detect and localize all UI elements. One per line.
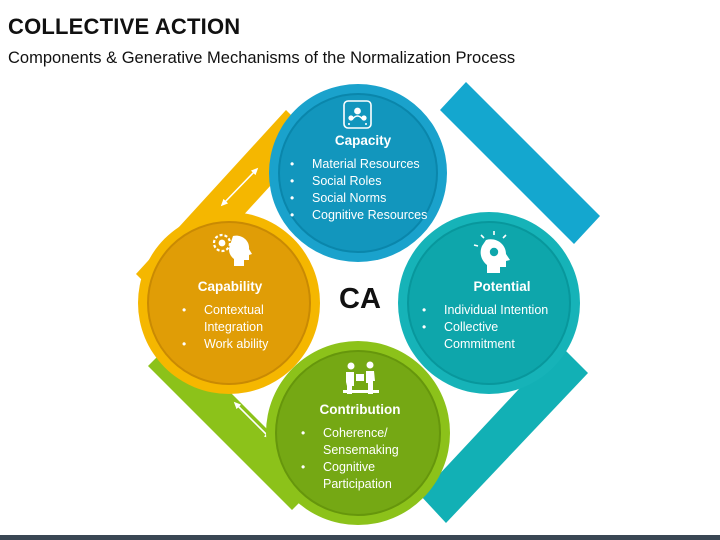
list-item: Contextual Integration <box>180 302 286 336</box>
capability-title: Capability <box>197 279 263 294</box>
page-title: COLLECTIVE ACTION <box>8 14 241 39</box>
list-item: Material Resources <box>288 156 438 173</box>
list-item: Individual Intention <box>420 302 566 319</box>
capacity-title: Capacity <box>334 133 392 148</box>
people-working-icon <box>343 361 379 394</box>
potential-node: Potential Individual Intention Collectiv… <box>420 278 566 353</box>
center-label: CA <box>339 283 381 315</box>
arrow-potential-contribution <box>462 399 500 439</box>
contribution-title: Contribution <box>319 402 401 417</box>
list-item: Work ability <box>180 336 286 353</box>
head-gear-icon <box>212 233 252 266</box>
arrow-capacity-capability <box>220 167 259 207</box>
list-item: Social Norms <box>288 190 438 207</box>
potential-title: Potential <box>473 279 531 294</box>
capacity-node: Capacity Material Resources Social Roles… <box>288 132 438 224</box>
potential-list: Individual Intention Collective Commitme… <box>420 302 566 353</box>
band-potential-contribution <box>420 345 588 523</box>
capacity-list: Material Resources Social Roles Social N… <box>288 156 438 224</box>
list-item: Cognitive Resources <box>288 207 438 224</box>
list-item: Coherence/ Sensemaking <box>299 425 407 459</box>
team-network-icon <box>343 100 372 129</box>
head-lightbulb-icon <box>473 231 510 273</box>
band-capacity-potential <box>440 82 600 244</box>
capability-list: Contextual Integration Work ability <box>180 302 286 353</box>
list-item: Social Roles <box>288 173 438 190</box>
arrow-capacity-potential <box>454 163 491 202</box>
contribution-node: Contribution Coherence/ Sensemaking Cogn… <box>299 401 421 493</box>
arrow-capability-contribution <box>233 401 272 440</box>
contribution-list: Coherence/ Sensemaking Cognitive Partici… <box>299 425 421 493</box>
list-item: Cognitive Participation <box>299 459 407 493</box>
list-item: Collective Commitment <box>420 319 524 353</box>
bottom-bar <box>0 535 720 540</box>
capability-node: Capability Contextual Integration Work a… <box>180 278 286 353</box>
page-subtitle: Components & Generative Mechanisms of th… <box>8 49 516 67</box>
